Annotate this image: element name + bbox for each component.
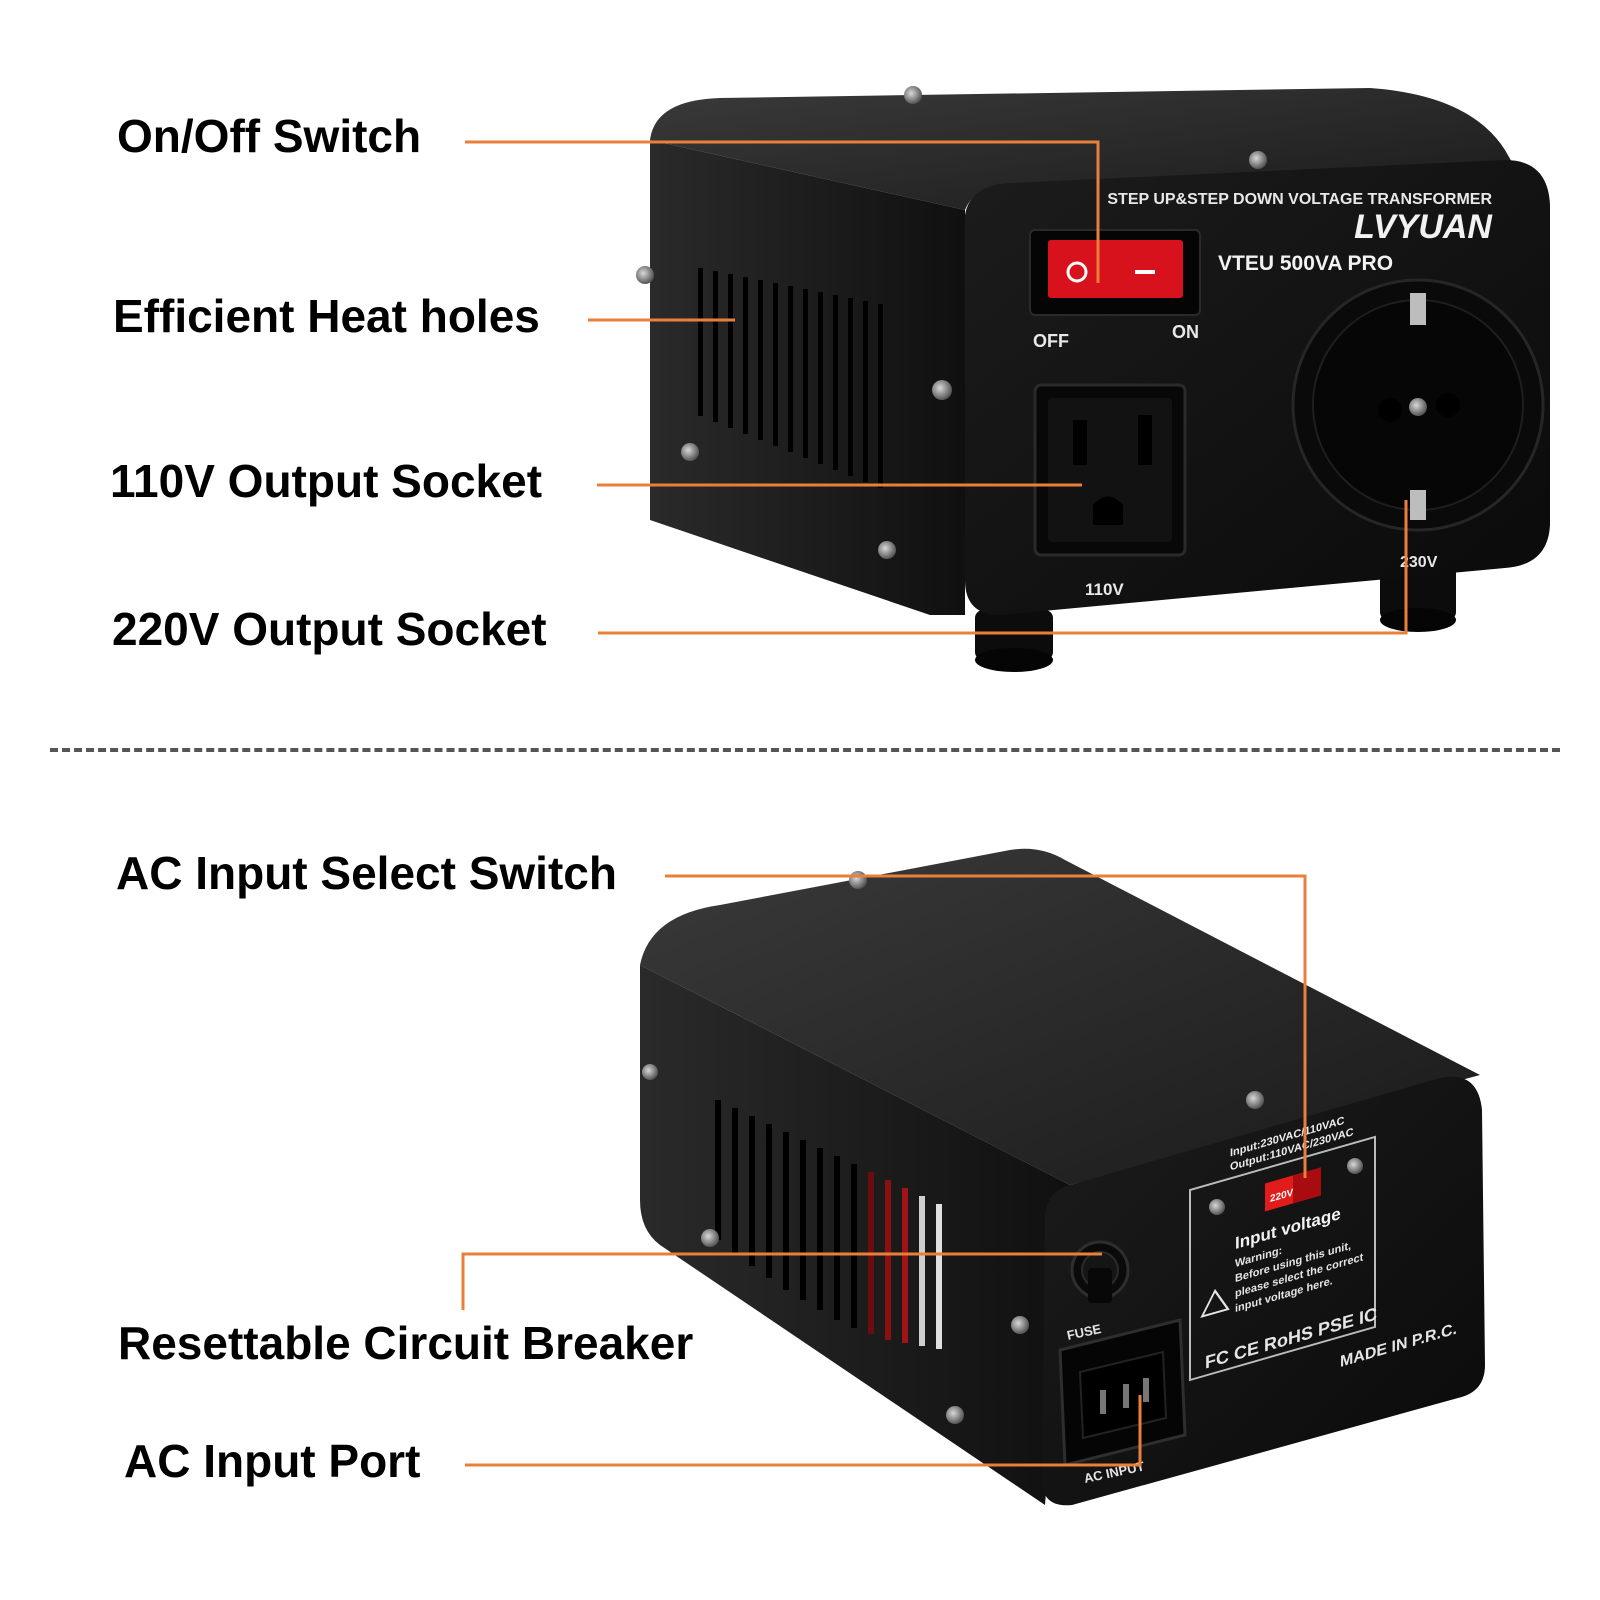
screw-icon — [1209, 1199, 1225, 1215]
screw-icon — [1347, 1158, 1363, 1174]
screw-icon — [946, 1406, 964, 1424]
callout-ac-input-port: AC Input Port — [124, 1435, 421, 1487]
model-label: VTEU 500VA PRO — [1218, 252, 1393, 275]
screw-icon — [849, 871, 867, 889]
input-select-switch[interactable]: 220V — [1265, 1167, 1321, 1212]
screw-icon — [642, 1064, 658, 1080]
screw-icon — [701, 1229, 719, 1247]
screw-icon — [932, 380, 952, 400]
foot — [975, 610, 1053, 660]
socket-110v-label: 110V — [1085, 580, 1124, 599]
socket-110v[interactable] — [1033, 383, 1187, 557]
switch-off-label: OFF — [1033, 331, 1069, 351]
callout-on-off-switch: On/Off Switch — [117, 110, 422, 162]
on-symbol-icon — [1135, 270, 1155, 274]
device-header-text: STEP UP&STEP DOWN VOLTAGE TRANSFORMER — [1107, 191, 1492, 208]
brand-logo: LVYUAN — [1354, 208, 1493, 246]
screw-icon — [1409, 398, 1427, 416]
leader-line-breaker — [461, 1252, 1102, 1310]
callout-220v-socket: 220V Output Socket — [112, 603, 547, 655]
callout-circuit-breaker: Resettable Circuit Breaker — [118, 1317, 694, 1369]
callout-heat-holes: Efficient Heat holes — [113, 290, 540, 342]
leader-line-input-port — [465, 1395, 1142, 1467]
off-symbol-icon — [1066, 261, 1088, 283]
leader-lines — [461, 140, 1408, 1467]
screw-icon — [878, 541, 896, 559]
heat-holes — [698, 268, 883, 488]
switch-on-label: ON — [1172, 322, 1199, 342]
leader-line-220v — [598, 500, 1408, 635]
socket-230v-label: 230V — [1400, 554, 1438, 571]
screw-icon — [1246, 1091, 1264, 1109]
circuit-breaker-button[interactable] — [1070, 1240, 1130, 1303]
power-switch[interactable] — [1029, 229, 1201, 316]
screw-icon — [681, 443, 699, 461]
screw-icon — [1011, 1316, 1029, 1334]
callout-110v-socket: 110V Output Socket — [110, 455, 543, 507]
foot — [1380, 565, 1456, 620]
leader-line-switch — [465, 140, 1100, 283]
back-device: Input:230VAC/110VAC Output:110VAC/230VAC… — [640, 848, 1485, 1506]
fuse-label: FUSE — [1066, 1321, 1103, 1343]
screw-icon — [904, 86, 922, 104]
leader-line-input-select — [665, 874, 1307, 1178]
callout-input-select-switch: AC Input Select Switch — [116, 847, 617, 899]
top-panel — [640, 848, 1480, 1185]
screw-icon — [636, 266, 654, 284]
screw-icon — [1249, 151, 1267, 169]
front-device: STEP UP&STEP DOWN VOLTAGE TRANSFORMER LV… — [636, 86, 1550, 672]
socket-230v[interactable] — [1291, 278, 1545, 532]
ac-input-port[interactable] — [1058, 1318, 1187, 1467]
section-divider — [50, 748, 1560, 752]
warning-icon — [1200, 1288, 1230, 1319]
